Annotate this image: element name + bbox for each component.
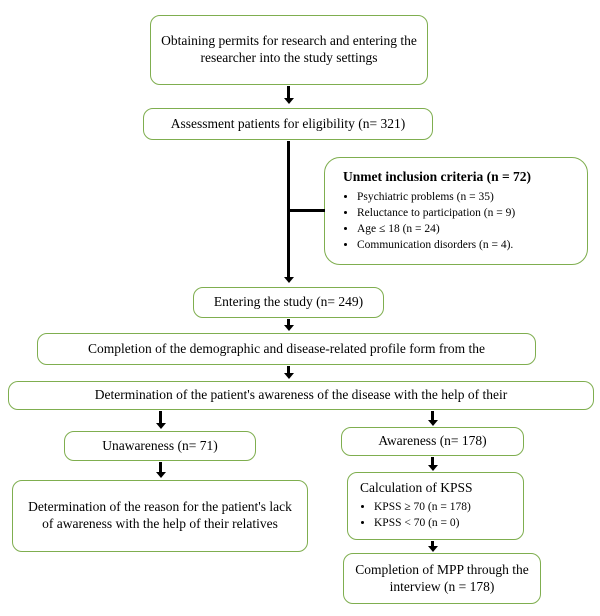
awareness-box: Awareness (n= 178) bbox=[341, 427, 524, 456]
arrowhead bbox=[155, 423, 166, 429]
completion-form-text: Completion of the demographic and diseas… bbox=[88, 340, 485, 356]
exclusion-item: Communication disorders (n = 4). bbox=[357, 237, 531, 253]
completion-form-box: Completion of the demographic and diseas… bbox=[37, 333, 536, 365]
kpss-item: KPSS < 70 (n = 0) bbox=[374, 515, 473, 531]
awareness-text: Awareness (n= 178) bbox=[378, 433, 487, 449]
arrowhead bbox=[283, 98, 294, 104]
determination-box: Determination of the patient's awareness… bbox=[8, 381, 594, 410]
mpp-box: Completion of MPP through the interview … bbox=[343, 553, 541, 604]
permits-text: Obtaining permits for research and enter… bbox=[161, 33, 417, 65]
reason-box: Determination of the reason for the pati… bbox=[12, 480, 308, 552]
arrowhead bbox=[427, 420, 438, 426]
connector-line bbox=[288, 209, 325, 212]
determination-text: Determination of the patient's awareness… bbox=[94, 387, 508, 403]
eligibility-box: Assessment patients for eligibility (n= … bbox=[143, 108, 433, 140]
connector-line bbox=[431, 457, 434, 466]
exclusion-title: Unmet inclusion criteria (n = 72) bbox=[343, 168, 532, 184]
kpss-list: KPSS ≥ 70 (n = 178) KPSS < 70 (n = 0) bbox=[360, 499, 473, 531]
kpss-content: Calculation of KPSS KPSS ≥ 70 (n = 178) … bbox=[360, 480, 473, 531]
kpss-box: Calculation of KPSS KPSS ≥ 70 (n = 178) … bbox=[347, 472, 524, 540]
mpp-text: Completion of MPP through the interview … bbox=[355, 561, 529, 594]
arrowhead bbox=[155, 472, 166, 478]
connector-line bbox=[287, 366, 290, 373]
unawareness-box: Unawareness (n= 71) bbox=[64, 431, 256, 461]
arrowhead bbox=[283, 277, 294, 283]
exclusion-box: Unmet inclusion criteria (n = 72) Psychi… bbox=[324, 157, 588, 265]
eligibility-text: Assessment patients for eligibility (n= … bbox=[170, 115, 406, 131]
connector-line bbox=[431, 541, 434, 546]
arrowhead bbox=[283, 325, 294, 331]
kpss-item: KPSS ≥ 70 (n = 178) bbox=[374, 499, 473, 515]
connector-line bbox=[287, 86, 290, 98]
connector-line bbox=[287, 319, 290, 325]
entering-box: Entering the study (n= 249) bbox=[193, 287, 384, 318]
exclusion-item: Psychiatric problems (n = 35) bbox=[357, 189, 531, 205]
exclusion-item: Reluctance to participation (n = 9) bbox=[357, 205, 531, 221]
exclusion-list: Psychiatric problems (n = 35) Reluctance… bbox=[343, 189, 531, 253]
exclusion-item: Age ≤ 18 (n = 24) bbox=[357, 221, 531, 237]
connector-line bbox=[431, 411, 434, 420]
arrowhead bbox=[427, 465, 438, 471]
connector-line bbox=[159, 411, 162, 423]
entering-text: Entering the study (n= 249) bbox=[213, 294, 364, 310]
arrowhead bbox=[283, 373, 294, 379]
kpss-title: Calculation of KPSS bbox=[360, 480, 473, 496]
unawareness-text: Unawareness (n= 71) bbox=[102, 437, 218, 453]
permits-box: Obtaining permits for research and enter… bbox=[150, 15, 428, 85]
exclusion-content: Unmet inclusion criteria (n = 72) Psychi… bbox=[343, 169, 531, 253]
connector-line bbox=[159, 462, 162, 474]
reason-text: Determination of the reason for the pati… bbox=[28, 499, 292, 531]
arrowhead bbox=[427, 546, 438, 552]
